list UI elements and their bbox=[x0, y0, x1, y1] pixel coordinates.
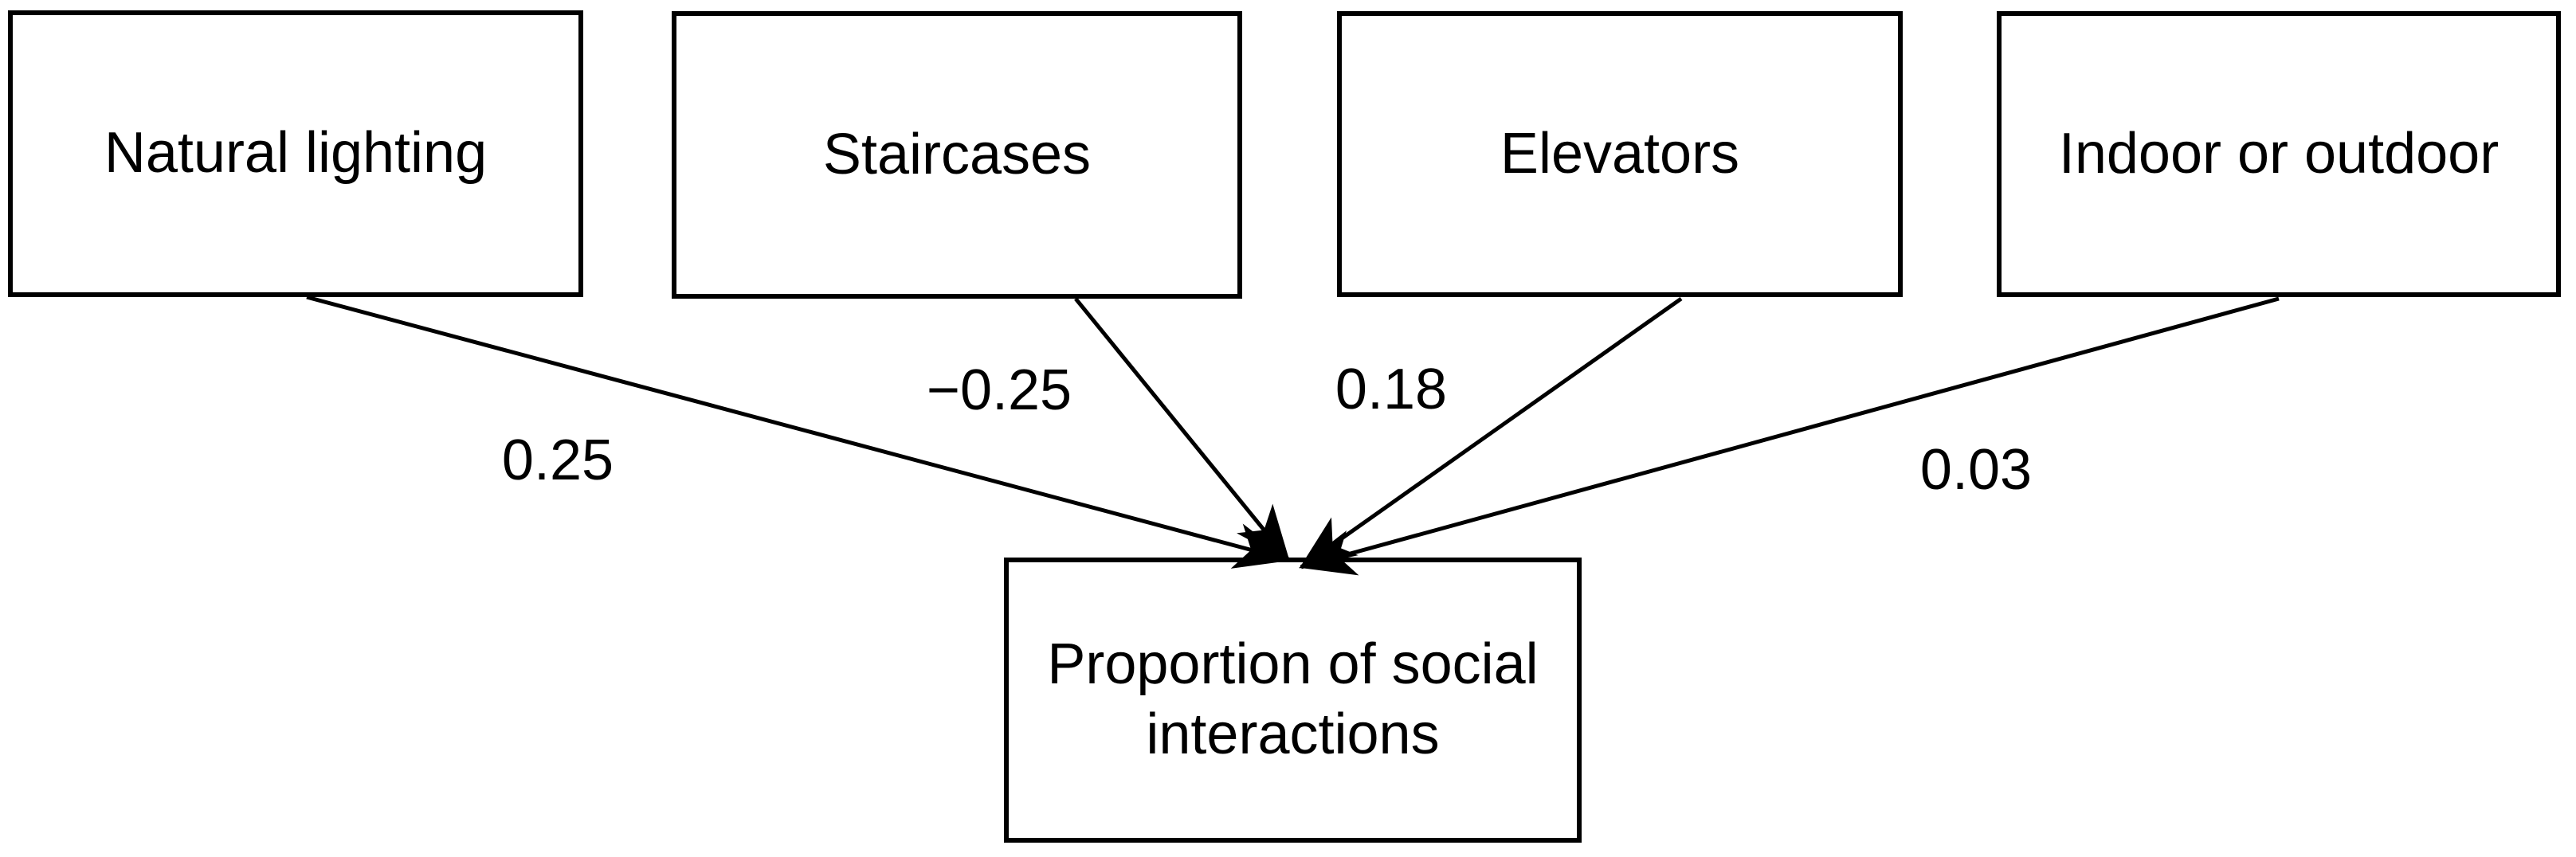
arrow-staircases-to-outcome bbox=[1074, 297, 1290, 562]
coefficient-natural-lighting: 0.25 bbox=[501, 428, 614, 492]
coefficient-elevators: 0.18 bbox=[1335, 358, 1448, 421]
node-elevators: Elevators bbox=[1337, 11, 1903, 297]
node-natural-lighting-label: Natural lighting bbox=[104, 121, 488, 186]
node-indoor-or-outdoor: Indoor or outdoor bbox=[1997, 11, 2561, 297]
node-proportion-of-social-interactions: Proportion of social interactions bbox=[1004, 558, 1582, 843]
node-staircases: Staircases bbox=[672, 11, 1242, 299]
node-proportion-of-social-interactions-label: Proportion of social interactions bbox=[1047, 632, 1539, 766]
arrow-natural-lighting-to-outcome bbox=[306, 295, 1291, 569]
node-elevators-label: Elevators bbox=[1500, 121, 1740, 186]
coefficient-indoor-or-outdoor: 0.03 bbox=[1919, 438, 2033, 502]
coefficient-staircases: −0.25 bbox=[926, 358, 1072, 422]
arrow-elevators-to-outcome bbox=[1299, 296, 1683, 569]
node-natural-lighting: Natural lighting bbox=[8, 10, 583, 297]
node-staircases-label: Staircases bbox=[822, 122, 1092, 186]
arrow-indoor-or-outdoor-to-outcome bbox=[1299, 296, 2280, 576]
node-indoor-or-outdoor-label: Indoor or outdoor bbox=[2058, 121, 2500, 186]
